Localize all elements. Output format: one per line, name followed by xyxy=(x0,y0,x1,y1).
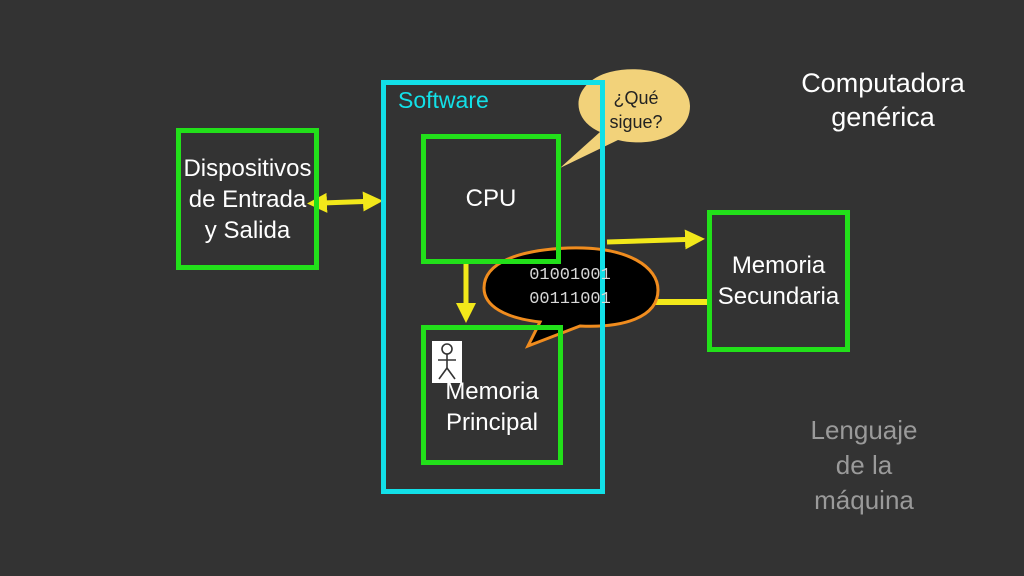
thought-line-1: ¿Qué xyxy=(613,88,659,108)
binary-line-1: 01001001 xyxy=(529,266,611,285)
secondary-memory-box: Memoria Secundaria xyxy=(707,210,850,352)
main-memory-line-2: Principal xyxy=(445,409,539,436)
thought-bubble-text: ¿Qué sigue? xyxy=(590,86,682,134)
cpu-label: CPU xyxy=(465,185,517,212)
software-container xyxy=(381,80,605,494)
binary-bubble-text: 01001001 00111001 xyxy=(500,264,640,312)
machine-language-label: Lenguaje de la máquina xyxy=(776,413,952,518)
io-line-2: de Entrada xyxy=(188,185,307,213)
thought-line-2: sigue? xyxy=(609,112,663,132)
subtitle-line-1: Lenguaje xyxy=(810,415,918,445)
subtitle-line-2: de la xyxy=(835,450,893,480)
binary-line-2: 00111001 xyxy=(529,290,611,309)
secondary-memory-line-2: Secundaria xyxy=(717,283,840,310)
software-label: Software xyxy=(398,87,489,113)
thought-bubble-shape xyxy=(560,69,690,168)
software-to-secondary-arrow xyxy=(606,229,705,250)
io-line-1: Dispositivos xyxy=(183,154,312,182)
main-memory-box: Memoria Principal xyxy=(421,325,563,465)
diagram-title: Computadora genérica xyxy=(780,66,986,134)
io-line-3: y Salida xyxy=(204,216,291,244)
cpu-box: CPU xyxy=(421,134,561,264)
stick-figure-icon xyxy=(432,341,462,383)
title-line-1: Computadora xyxy=(801,68,965,98)
title-line-2: genérica xyxy=(831,102,935,132)
binary-bubble-shape xyxy=(482,246,660,349)
io-devices-box: Dispositivos de Entrada y Salida xyxy=(176,128,319,270)
subtitle-line-3: máquina xyxy=(814,485,914,515)
io-software-arrow xyxy=(307,191,383,213)
secondary-memory-line-1: Memoria xyxy=(731,252,826,279)
